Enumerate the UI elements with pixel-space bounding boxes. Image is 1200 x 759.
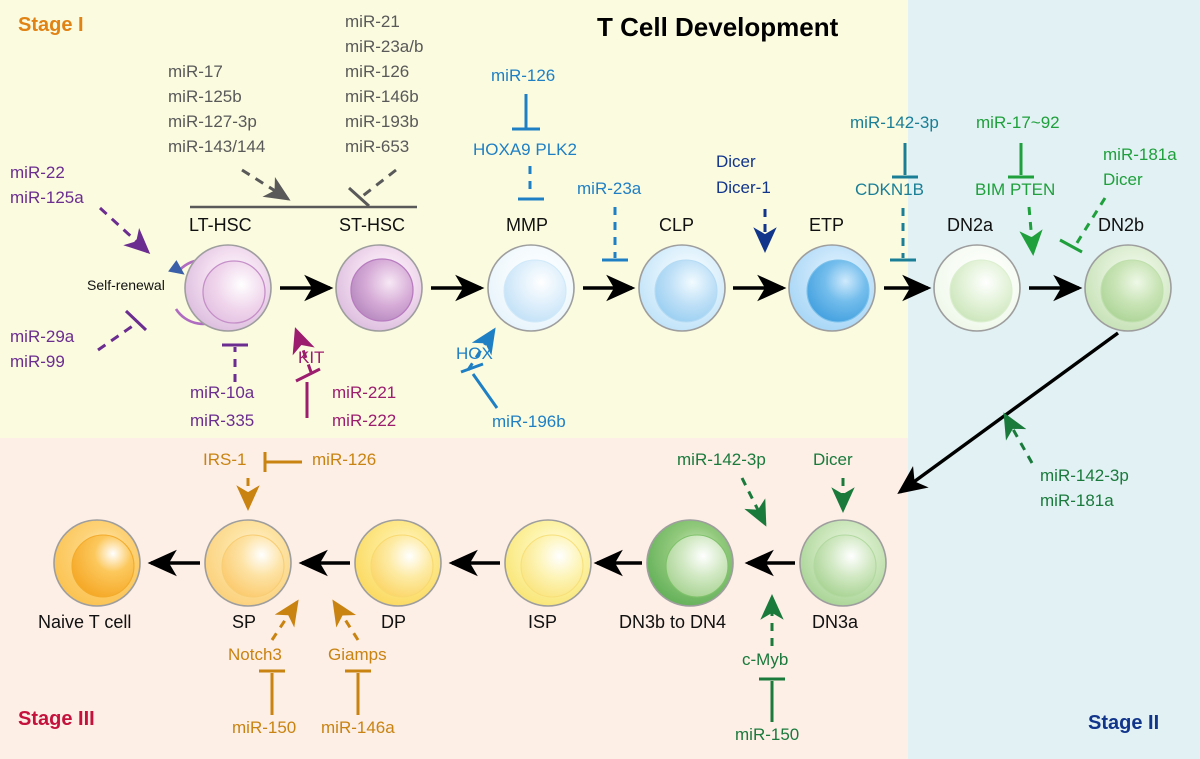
cell-label-sp: SP bbox=[232, 612, 257, 632]
sthsc-mirna-list-item-2: miR-126 bbox=[345, 62, 410, 81]
mir142-3p-etp-label: miR-142-3p bbox=[850, 113, 939, 132]
cell-label-lthsc: LT-HSC bbox=[189, 215, 252, 235]
lthsc-mirna-list-item-2: miR-127-3p bbox=[168, 112, 257, 131]
notch3-label: Notch3 bbox=[228, 645, 282, 664]
lthsc-inhibitor-1: miR-335 bbox=[190, 411, 255, 430]
cell-label-naive-t: Naive T cell bbox=[38, 612, 132, 632]
dn2b-dn3a-annotation-0: miR-142-3p bbox=[1040, 466, 1129, 485]
lthsc-mirna-list-item-1: miR-125b bbox=[168, 87, 242, 106]
dicer-dn2b-label: Dicer bbox=[1103, 170, 1143, 189]
mir150-cmyb-label: miR-150 bbox=[735, 725, 800, 744]
cell-label-clp: CLP bbox=[659, 215, 695, 235]
page-title: T Cell Development bbox=[597, 12, 839, 42]
selfrenewal-activator-0: miR-22 bbox=[10, 163, 65, 182]
sthsc-mirna-list-item-5: miR-653 bbox=[345, 137, 410, 156]
cell-label-dn3b-dn4: DN3b to DN4 bbox=[619, 612, 727, 632]
self-renewal-label: Self-renewal bbox=[87, 277, 165, 293]
dn2b-dn3a-annotation-1: miR-181a bbox=[1040, 491, 1114, 510]
mir126-irs1-label: miR-126 bbox=[312, 450, 377, 469]
sthsc-mirna-list-item-3: miR-146b bbox=[345, 87, 419, 106]
cell-label-dp: DP bbox=[381, 612, 407, 632]
dicer-label-0: Dicer bbox=[716, 152, 756, 171]
irs1-label: IRS-1 bbox=[203, 450, 247, 469]
hox-label: HOX bbox=[456, 344, 493, 363]
mir23a-label: miR-23a bbox=[577, 179, 642, 198]
cdkn1b-label: CDKN1B bbox=[855, 180, 924, 199]
stage-one-label: Stage I bbox=[18, 14, 84, 36]
selfrenewal-inhibitor-1: miR-99 bbox=[10, 352, 65, 371]
mir196b-label: miR-196b bbox=[492, 412, 566, 431]
cell-label-sthsc: ST-HSC bbox=[339, 215, 406, 235]
cell-label-mmp: MMP bbox=[506, 215, 548, 235]
selfrenewal-inhibitor-0: miR-29a bbox=[10, 327, 75, 346]
bim-pten-label: BIM PTEN bbox=[975, 180, 1056, 199]
mir181a-label: miR-181a bbox=[1103, 145, 1177, 164]
lthsc-mirna-list-item-0: miR-17 bbox=[168, 62, 223, 81]
lthsc-mirna-list-item-3: miR-143/144 bbox=[168, 137, 266, 156]
sthsc-mirna-list-item-1: miR-23a/b bbox=[345, 37, 424, 56]
sthsc-mirna-list-item-0: miR-21 bbox=[345, 12, 400, 31]
stage-two-label: Stage II bbox=[1088, 712, 1160, 734]
mir150-notch3-label: miR-150 bbox=[232, 718, 297, 737]
stage-three-label: Stage III bbox=[18, 708, 95, 730]
stage-one-background bbox=[0, 0, 908, 438]
cell-label-etp: ETP bbox=[809, 215, 845, 235]
mir126-top-label: miR-126 bbox=[491, 66, 556, 85]
giamps-label: Giamps bbox=[328, 645, 387, 664]
kit-label: KIT bbox=[298, 348, 325, 367]
mir142-3p-dn3b-label: miR-142-3p bbox=[677, 450, 766, 469]
cell-label-dn2a: DN2a bbox=[947, 215, 994, 235]
dicer-dn3a-label: Dicer bbox=[813, 450, 853, 469]
cell-label-dn2b: DN2b bbox=[1098, 215, 1145, 235]
dicer-label-1: Dicer-1 bbox=[716, 178, 771, 197]
mir17-92-label: miR-17~92 bbox=[976, 113, 1060, 132]
stage-three-background bbox=[0, 438, 908, 759]
sthsc-mirna-list-item-4: miR-193b bbox=[345, 112, 419, 131]
kit-inhibitor-1: miR-222 bbox=[332, 411, 397, 430]
kit-inhibitor-0: miR-221 bbox=[332, 383, 397, 402]
mir146a-giamps-label: miR-146a bbox=[321, 718, 395, 737]
cell-label-dn3a: DN3a bbox=[812, 612, 859, 632]
hoxa9-plk2-label: HOXA9 PLK2 bbox=[473, 140, 577, 159]
selfrenewal-activator-1: miR-125a bbox=[10, 188, 84, 207]
cmyb-label: c-Myb bbox=[742, 650, 789, 669]
cell-label-isp: ISP bbox=[528, 612, 558, 632]
lthsc-inhibitor-0: miR-10a bbox=[190, 383, 255, 402]
